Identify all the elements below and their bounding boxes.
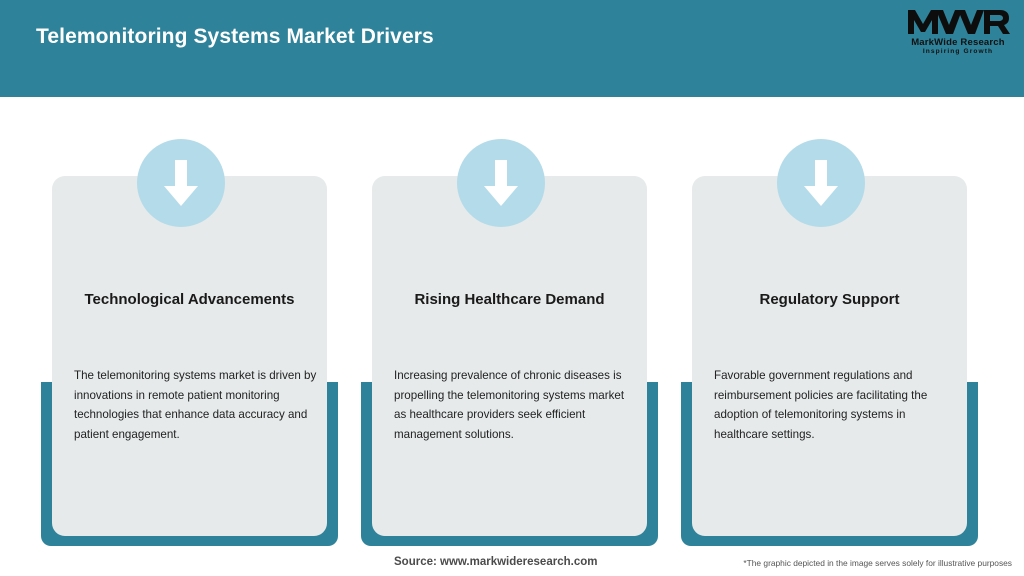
mwr-monogram-icon bbox=[906, 8, 1010, 36]
card-body-text: Favorable government regulations and rei… bbox=[714, 369, 928, 441]
down-arrow-icon bbox=[137, 139, 225, 227]
driver-card-1[interactable]: Technological Advancements The telemonit… bbox=[41, 139, 338, 546]
logo-tagline: Inspiring Growth bbox=[922, 48, 994, 55]
card-panel: Rising Healthcare Demand Increasing prev… bbox=[372, 176, 647, 536]
card-title: Rising Healthcare Demand bbox=[414, 291, 605, 308]
card-title: Technological Advancements bbox=[84, 291, 295, 308]
card-body-text: The telemonitoring systems market is dri… bbox=[74, 369, 317, 441]
card-panel: Regulatory Support Favorable government … bbox=[692, 176, 967, 536]
down-arrow-icon bbox=[777, 139, 865, 227]
disclaimer-note: *The graphic depicted in the image serve… bbox=[743, 558, 1012, 568]
driver-card-3[interactable]: Regulatory Support Favorable government … bbox=[681, 139, 978, 546]
page-header: Telemonitoring Systems Market Drivers Ma… bbox=[0, 0, 1024, 97]
logo-company-name: MarkWide Research bbox=[911, 37, 1005, 48]
card-title: Regulatory Support bbox=[759, 291, 900, 308]
driver-card-2[interactable]: Rising Healthcare Demand Increasing prev… bbox=[361, 139, 658, 546]
card-panel: Technological Advancements The telemonit… bbox=[52, 176, 327, 536]
down-arrow-icon bbox=[457, 139, 545, 227]
source-label: Source: www.markwideresearch.com bbox=[394, 556, 598, 568]
card-body-text: Increasing prevalence of chronic disease… bbox=[394, 369, 625, 441]
markwide-research-logo: MarkWide Research Inspiring Growth bbox=[906, 8, 1010, 62]
page-title: Telemonitoring Systems Market Drivers bbox=[36, 25, 434, 48]
